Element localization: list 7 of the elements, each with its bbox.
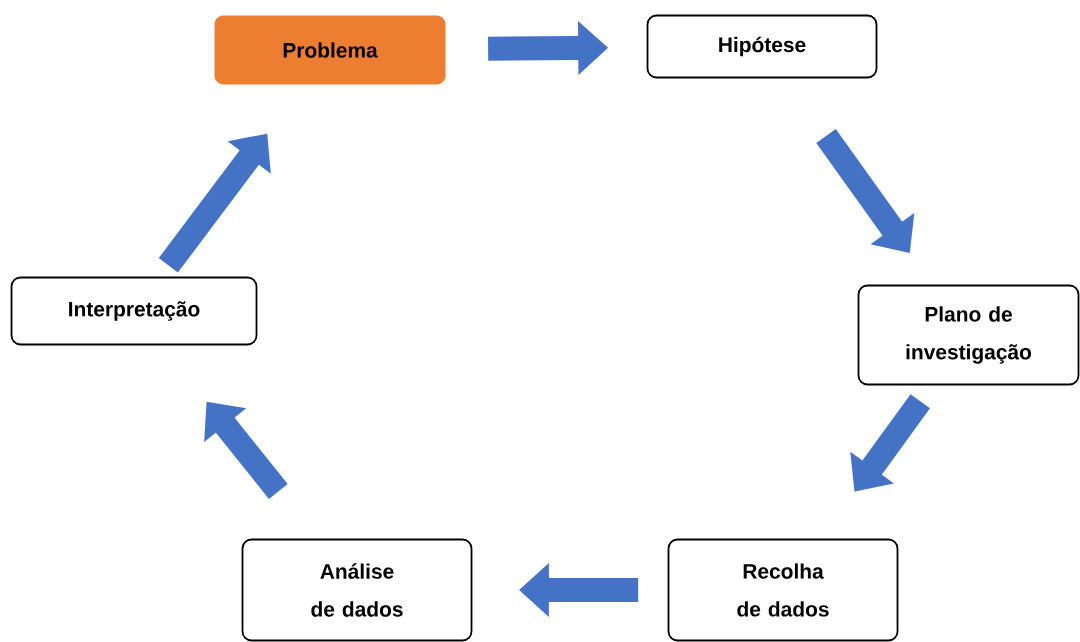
- block-arrow: [816, 128, 915, 253]
- process-box: Análise de dados: [241, 538, 473, 642]
- process-box: Hipótese: [646, 14, 878, 79]
- process-box: Recolha de dados: [667, 538, 899, 642]
- process-box: Problema: [214, 15, 446, 85]
- process-box: Plano de investigação: [857, 284, 1080, 386]
- process-box: Interpretação: [10, 276, 258, 346]
